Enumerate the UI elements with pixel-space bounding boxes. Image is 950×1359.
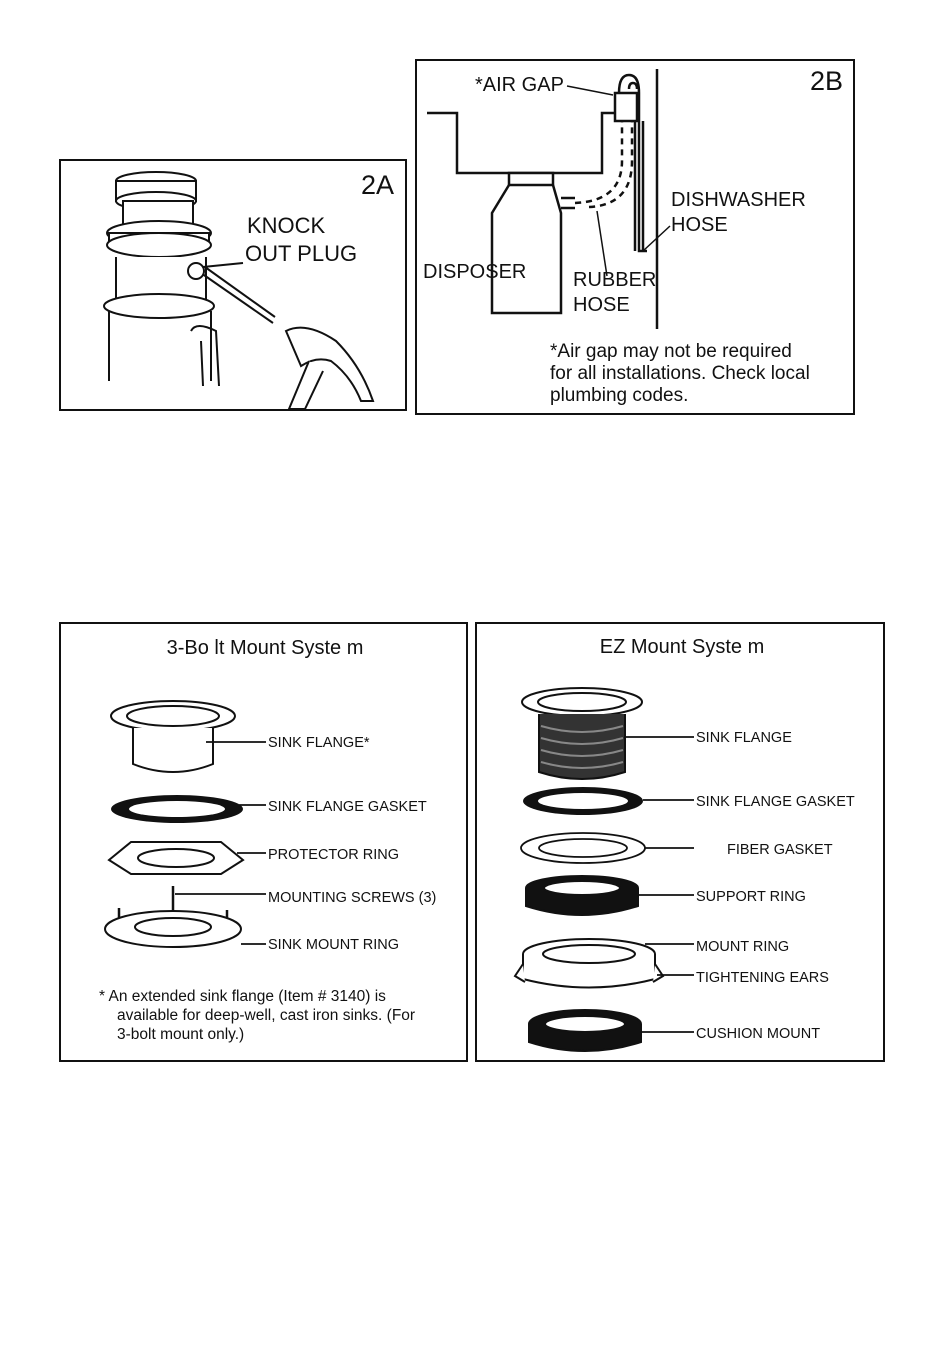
figure-2b-drawing: 2B *AIR GAP DISHWASHER HOSE DISPOSER RUB… xyxy=(423,66,843,406)
ez-label-gasket: SINK FLANGE GASKET xyxy=(696,794,855,810)
three-bolt-footnote-line2: available for deep-well, cast iron sinks… xyxy=(117,1007,415,1024)
rubber-hose-label-line2: HOSE xyxy=(573,294,630,316)
three-bolt-label-gasket: SINK FLANGE GASKET xyxy=(268,799,427,815)
ez-mount-drawing: EZ Mount Syste m SINK FLANGE SINK FLANGE… xyxy=(513,636,855,1052)
three-bolt-mount-panel: 3-Bo lt Mount Syste m SINK FLANGE* SINK … xyxy=(59,622,468,1062)
air-gap-note-line3: plumbing codes. xyxy=(550,385,688,406)
ez-mount-ring-part xyxy=(513,938,665,989)
figure-2a-tag: 2A xyxy=(361,170,394,200)
knockout-label-line2: OUT PLUG xyxy=(245,241,357,266)
sink-flange-gasket-part xyxy=(111,795,243,823)
ez-sink-flange-part xyxy=(521,687,643,780)
ez-cushion-mount-part xyxy=(528,1009,642,1052)
disposer-illustration xyxy=(103,171,220,387)
ez-support-ring-part xyxy=(525,875,639,916)
three-bolt-label-screws: MOUNTING SCREWS (3) xyxy=(268,890,436,906)
dishwasher-hose-label-line1: DISHWASHER xyxy=(671,189,806,211)
ez-sink-flange-gasket-part xyxy=(523,787,643,815)
three-bolt-footnote-line1: * An extended sink flange (Item # 3140) … xyxy=(99,988,386,1005)
three-bolt-footnote-line3: 3-bolt mount only.) xyxy=(117,1026,244,1043)
knockout-label-line1: KNOCK xyxy=(247,213,326,238)
three-bolt-title: 3-Bo lt Mount Syste m xyxy=(167,637,364,659)
rubber-hose-label-line1: RUBBER xyxy=(573,269,656,291)
three-bolt-label-protector: PROTECTOR RING xyxy=(268,847,399,863)
protector-ring-part xyxy=(107,841,245,875)
dishwasher-hose-label-line2: HOSE xyxy=(671,214,728,236)
ez-label-support-ring: SUPPORT RING xyxy=(696,889,806,905)
ez-mount-title: EZ Mount Syste m xyxy=(600,636,765,658)
figure-2b-air-gap: 2B *AIR GAP DISHWASHER HOSE DISPOSER RUB… xyxy=(415,59,855,415)
figure-2b-tag: 2B xyxy=(810,66,843,96)
figure-2a-drawing: 2A KNOCK OUT PLUG xyxy=(103,170,394,410)
screwdriver-illustration xyxy=(187,262,276,324)
disposer-label: DISPOSER xyxy=(423,261,526,283)
ez-label-cushion-mount: CUSHION MOUNT xyxy=(696,1026,820,1042)
air-gap-label: *AIR GAP xyxy=(475,74,564,96)
sink-flange-part xyxy=(110,700,236,773)
ez-label-sink-flange: SINK FLANGE xyxy=(696,730,792,746)
air-gap-note-line2: for all installations. Check local xyxy=(550,363,810,384)
three-bolt-drawing: 3-Bo lt Mount Syste m SINK FLANGE* SINK … xyxy=(99,637,436,1043)
hammer-illustration xyxy=(284,326,375,410)
air-gap-note-line1: *Air gap may not be required xyxy=(550,341,792,362)
ez-mount-panel: EZ Mount Syste m SINK FLANGE SINK FLANGE… xyxy=(475,622,885,1062)
three-bolt-label-mount-ring: SINK MOUNT RING xyxy=(268,937,399,953)
figure-2a-knockout-plug: 2A KNOCK OUT PLUG xyxy=(59,159,407,411)
ez-label-fiber-gasket: FIBER GASKET xyxy=(727,842,833,858)
three-bolt-label-sink-flange: SINK FLANGE* xyxy=(268,735,370,751)
sink-plumbing-illustration xyxy=(427,69,671,329)
ez-label-tightening-ears: TIGHTENING EARS xyxy=(696,970,829,986)
ez-fiber-gasket-part xyxy=(520,832,646,864)
sink-mount-ring-part xyxy=(104,910,242,948)
ez-label-mount-ring: MOUNT RING xyxy=(696,939,789,955)
